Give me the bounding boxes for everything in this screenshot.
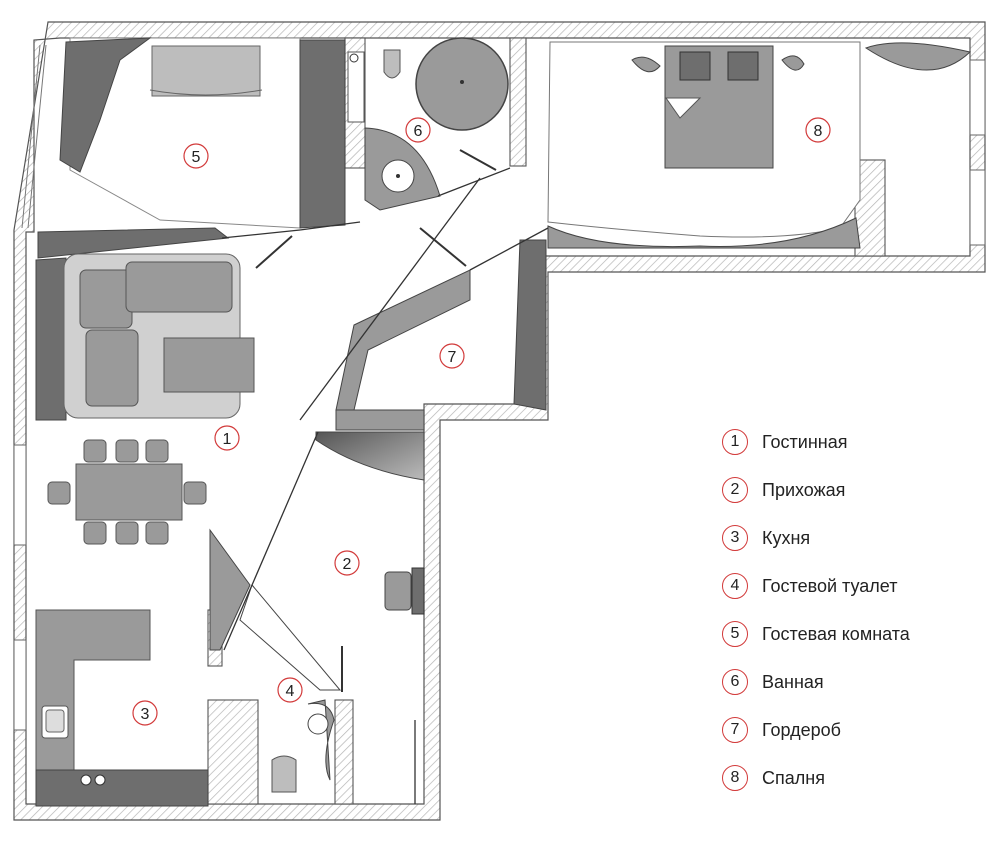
legend-num: 3 <box>722 525 748 551</box>
legend-num: 7 <box>722 717 748 743</box>
legend-item: 3 Кухня <box>722 514 992 562</box>
legend-item: 1 Гостинная <box>722 418 992 466</box>
room-marker-6-num: 6 <box>414 123 423 140</box>
room-marker-8: 8 <box>805 117 831 143</box>
room-marker-7: 7 <box>439 343 465 369</box>
bathroom-furniture <box>347 37 509 211</box>
doors-and-diagonals <box>221 149 549 804</box>
legend-label: Спалня <box>762 767 825 788</box>
kitchen-furniture <box>35 609 209 807</box>
room-markers: 1 2 3 4 5 6 7 8 <box>132 117 831 726</box>
legend-num: 2 <box>722 477 748 503</box>
room-marker-6: 6 <box>405 117 431 143</box>
guest-toilet-furniture <box>209 528 342 793</box>
legend-label: Гостевая комната <box>762 623 910 644</box>
legend-num: 6 <box>722 669 748 695</box>
legend-item: 6 Ванная <box>722 658 992 706</box>
wardrobe-furniture <box>335 239 547 431</box>
room-legend: 1 Гостинная 2 Прихожая 3 Кухня 4 Гостево… <box>722 418 992 802</box>
legend-label: Гостинная <box>762 431 848 452</box>
legend-num: 5 <box>722 621 748 647</box>
bedroom-furniture <box>547 41 972 249</box>
room-marker-1: 1 <box>214 425 240 451</box>
room-marker-4-num: 4 <box>286 683 295 700</box>
room-marker-3-num: 3 <box>141 706 150 723</box>
hallway-furniture <box>315 431 425 615</box>
legend-item: 4 Гостевой туалет <box>722 562 992 610</box>
room-marker-5: 5 <box>183 143 209 169</box>
legend-label: Ванная <box>762 671 824 692</box>
legend-num: 8 <box>722 765 748 791</box>
legend-item: 5 Гостевая комната <box>722 610 992 658</box>
living-room-furniture <box>35 253 255 545</box>
room-marker-1-num: 1 <box>223 431 232 448</box>
room-marker-2: 2 <box>334 550 360 576</box>
legend-item: 7 Гордероб <box>722 706 992 754</box>
guest-room-furniture <box>37 37 346 259</box>
outer-walls <box>13 21 986 821</box>
legend-num: 4 <box>722 573 748 599</box>
room-marker-4: 4 <box>277 677 303 703</box>
legend-item: 8 Спалня <box>722 754 992 802</box>
legend-label: Гостевой туалет <box>762 575 898 596</box>
room-marker-7-num: 7 <box>448 349 457 366</box>
legend-num: 1 <box>722 429 748 455</box>
room-marker-3: 3 <box>132 700 158 726</box>
legend-label: Кухня <box>762 527 811 548</box>
room-marker-2-num: 2 <box>343 556 352 573</box>
legend-label: Гордероб <box>762 719 841 740</box>
legend-label: Прихожая <box>762 479 846 500</box>
legend-item: 2 Прихожая <box>722 466 992 514</box>
room-marker-5-num: 5 <box>192 149 201 166</box>
room-marker-8-num: 8 <box>814 123 823 140</box>
